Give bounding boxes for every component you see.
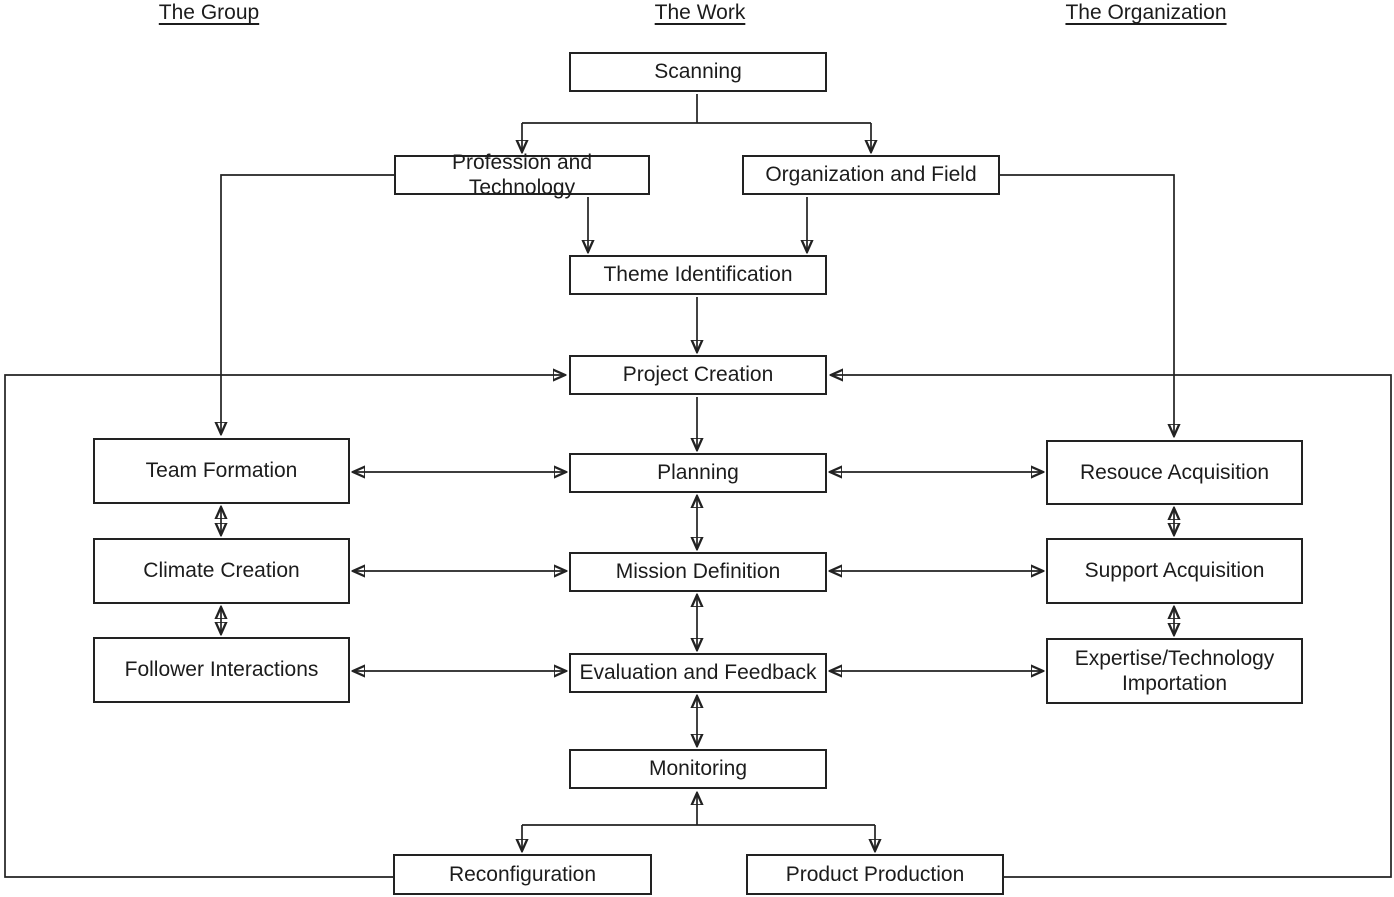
column-header-work: The Work bbox=[654, 1, 746, 24]
edge-organization-to-resouce-acquisition bbox=[1000, 174, 1174, 436]
node-mission-definition: Mission Definition bbox=[569, 552, 827, 592]
node-evaluation-and-feedback: Evaluation and Feedback bbox=[569, 653, 827, 693]
edge-scanning-split-bar bbox=[522, 94, 871, 124]
node-theme-identification: Theme Identification bbox=[569, 255, 827, 295]
node-scanning: Scanning bbox=[569, 52, 827, 92]
node-organization-and-field: Organization and Field bbox=[742, 155, 1000, 195]
column-header-organization: The Organization bbox=[1065, 1, 1227, 24]
node-profession-and-technology: Profession and Technology bbox=[394, 151, 650, 199]
edge-profession-to-team-formation bbox=[221, 174, 394, 434]
node-monitoring: Monitoring bbox=[569, 749, 827, 789]
node-planning: Planning bbox=[569, 453, 827, 493]
column-header-group: The Group bbox=[158, 1, 260, 24]
node-resouce-acquisition: Resouce Acquisition bbox=[1046, 440, 1303, 505]
node-team-formation: Team Formation bbox=[93, 438, 350, 504]
node-product-production: Product Production bbox=[746, 854, 1004, 895]
node-expertise-technology-importation: Expertise/Technology Importation bbox=[1046, 638, 1303, 704]
node-reconfiguration: Reconfiguration bbox=[393, 854, 652, 895]
node-follower-interactions: Follower Interactions bbox=[93, 637, 350, 703]
node-support-acquisition: Support Acquisition bbox=[1046, 538, 1303, 604]
node-project-creation: Project Creation bbox=[569, 355, 827, 395]
node-climate-creation: Climate Creation bbox=[93, 538, 350, 604]
